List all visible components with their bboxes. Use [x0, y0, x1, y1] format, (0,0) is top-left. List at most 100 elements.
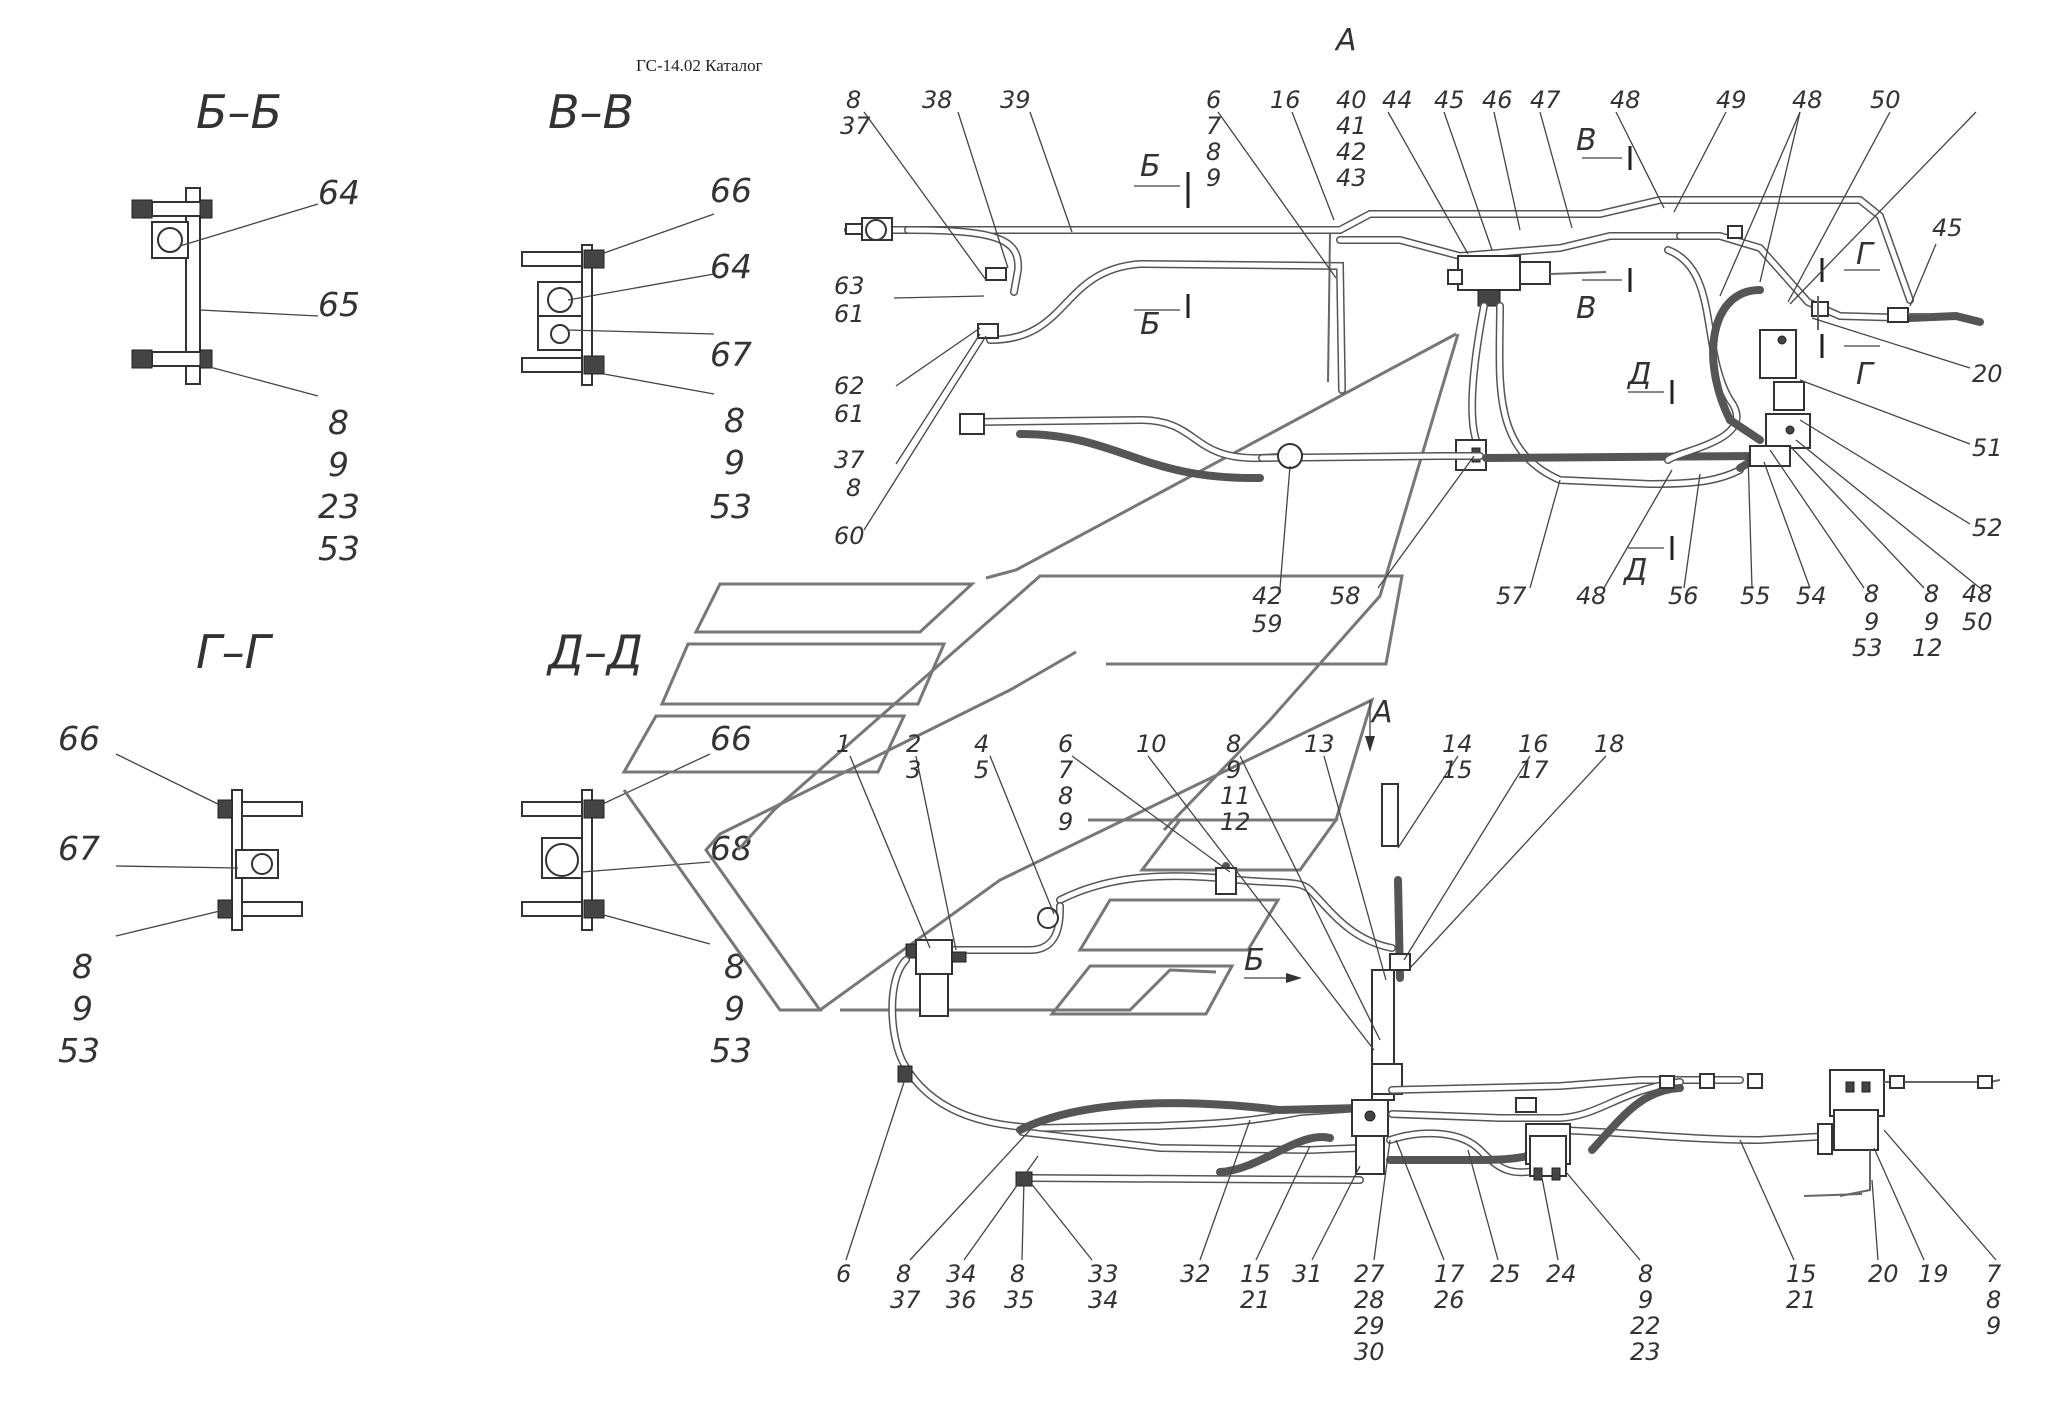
callout-u12: 49: [1716, 86, 1747, 114]
svg-text:1: 1: [836, 730, 851, 758]
svg-text:22: 22: [1630, 1312, 1661, 1340]
callout-u7: 44: [1382, 86, 1413, 114]
svg-text:38: 38: [922, 86, 953, 114]
callout-stack-bb: 8 9 23 53: [318, 403, 360, 568]
svg-text:45: 45: [1434, 86, 1465, 114]
svg-text:15: 15: [1786, 1260, 1817, 1288]
svg-text:16: 16: [1518, 730, 1549, 758]
callout-u15: 45: [1932, 214, 1963, 242]
view-b-arrow: Б: [1244, 943, 1265, 978]
upper-leaders: [863, 111, 1981, 589]
svg-text:9: 9: [1638, 1286, 1653, 1314]
section-gg-title: Г–Г: [196, 625, 274, 679]
callout-l22: 24: [1546, 1260, 1577, 1288]
svg-text:9: 9: [724, 989, 745, 1028]
callout-vv-66: 66: [710, 171, 752, 210]
svg-text:51: 51: [1972, 434, 2003, 462]
section-vv-title: В–В: [548, 85, 634, 139]
callout-u26: 57: [1496, 582, 1527, 610]
callout-bb-64: 64: [318, 173, 360, 212]
svg-text:8: 8: [846, 86, 861, 114]
svg-text:3: 3: [906, 756, 921, 784]
svg-text:48: 48: [1962, 580, 1993, 608]
platform-outline: [621, 332, 1460, 1016]
svg-text:43: 43: [1336, 164, 1367, 192]
svg-text:48: 48: [1610, 86, 1641, 114]
lower-leaders: [845, 755, 1997, 1261]
svg-text:14: 14: [1442, 730, 1473, 758]
cut-b-2: Б: [1140, 307, 1161, 342]
svg-text:13: 13: [1304, 730, 1335, 758]
svg-text:16: 16: [1270, 86, 1301, 114]
section-bb-title: Б–Б: [196, 85, 282, 139]
cut-d-1: Д: [1626, 357, 1651, 392]
callout-u1: 837: [840, 86, 871, 140]
view-a-top: А: [1334, 23, 1357, 58]
svg-text:40: 40: [1336, 86, 1367, 114]
callout-u24: 56: [1668, 582, 1699, 610]
svg-text:6: 6: [1058, 730, 1073, 758]
svg-text:35: 35: [1004, 1286, 1035, 1314]
svg-text:11: 11: [1220, 782, 1251, 810]
svg-text:42: 42: [1252, 582, 1283, 610]
svg-text:50: 50: [1962, 608, 1993, 636]
svg-text:8: 8: [1986, 1286, 2001, 1314]
callout-l11: 6: [836, 1260, 851, 1288]
svg-text:9: 9: [328, 445, 349, 484]
svg-text:28: 28: [1354, 1286, 1385, 1314]
svg-text:32: 32: [1180, 1260, 1211, 1288]
svg-text:7: 7: [1206, 112, 1222, 140]
callout-u10: 47: [1530, 86, 1561, 114]
callout-stack-gg: 8 9 53: [58, 947, 100, 1070]
svg-text:61: 61: [834, 400, 865, 428]
callout-l25: 20: [1868, 1260, 1899, 1288]
callout-u17: 51: [1972, 434, 2003, 462]
svg-text:60: 60: [834, 522, 865, 550]
svg-text:17: 17: [1518, 756, 1549, 784]
svg-text:19: 19: [1918, 1260, 1949, 1288]
svg-text:57: 57: [1496, 582, 1527, 610]
svg-text:7: 7: [1986, 1260, 2002, 1288]
svg-text:56: 56: [1668, 582, 1699, 610]
svg-text:9: 9: [724, 443, 745, 482]
callout-bb-65: 65: [318, 285, 360, 324]
svg-text:8: 8: [1864, 580, 1879, 608]
svg-text:23: 23: [1630, 1338, 1661, 1366]
section-vv: В–В 66 64 67 8 9 53: [521, 85, 752, 526]
callout-l1: 1: [836, 730, 851, 758]
view-a-arrow: А: [1370, 695, 1393, 730]
svg-text:37: 37: [834, 446, 865, 474]
callout-u13: 48: [1792, 86, 1823, 114]
callout-l14: 835: [1004, 1260, 1035, 1314]
svg-text:7: 7: [1058, 756, 1074, 784]
cut-g-2: Г: [1856, 357, 1875, 392]
callout-l7: 13: [1304, 730, 1335, 758]
callout-u16: 20: [1972, 360, 2003, 388]
callout-l3: 45: [974, 730, 989, 784]
callout-stack-dd: 8 9 53: [710, 947, 752, 1070]
svg-text:9: 9: [72, 989, 93, 1028]
svg-text:6: 6: [836, 1260, 851, 1288]
callout-u2: 38: [922, 86, 953, 114]
lower-assembly: [888, 783, 2001, 1197]
svg-text:50: 50: [1870, 86, 1901, 114]
svg-text:8: 8: [846, 474, 861, 502]
callout-l10: 18: [1594, 730, 1625, 758]
cut-g-1: Г: [1856, 237, 1875, 272]
callout-l12: 837: [890, 1260, 921, 1314]
cut-d-2: Д: [1622, 553, 1647, 588]
svg-text:8: 8: [1058, 782, 1073, 810]
